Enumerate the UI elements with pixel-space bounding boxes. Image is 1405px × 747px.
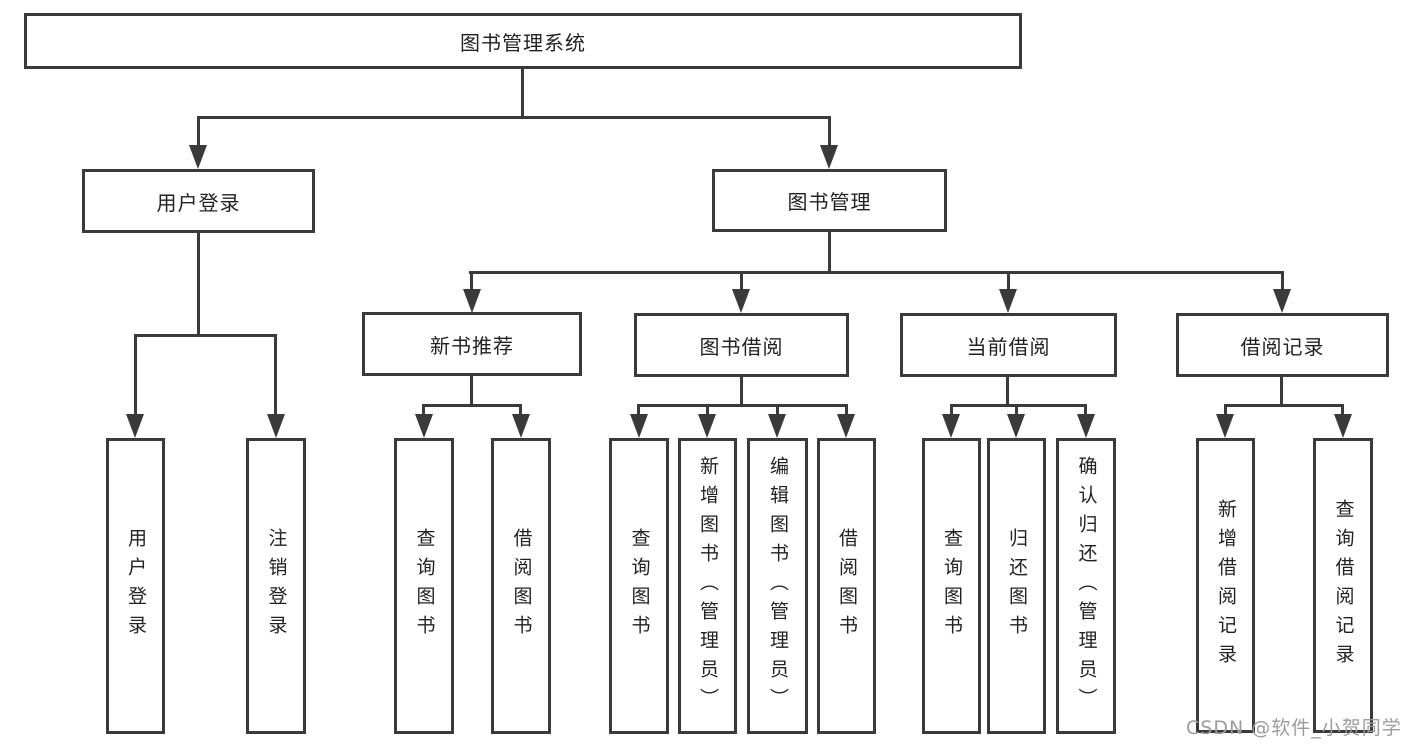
connector-user-login-stem (197, 233, 200, 335)
arrowhead-down-icon (1273, 289, 1291, 313)
connector-stem (470, 376, 473, 406)
connector-stem (740, 376, 743, 406)
leaf-confirm-return-admin: 确认归还（管理员） (1056, 438, 1116, 734)
node-current-borrow: 当前借阅 (900, 313, 1117, 377)
connector-split (637, 404, 847, 407)
arrowhead-down-icon (126, 414, 144, 438)
node-library-management-system: 图书管理系统 (24, 13, 1022, 69)
node-label: 当前借阅 (966, 334, 1051, 359)
leaf-edit-book-admin: 编辑图书（管理员） (747, 438, 808, 734)
connector-arrow-shaft (950, 404, 953, 416)
leaf-add-borrow-record: 新增借阅记录 (1196, 438, 1255, 733)
connector-arrow-shaft (1084, 404, 1087, 416)
leaf-label: 借阅图书 (510, 528, 533, 644)
arrowhead-down-icon (463, 289, 481, 313)
connector-book-management-split (469, 271, 1283, 274)
leaf-label: 查询图书 (941, 528, 963, 644)
arrowhead-down-icon (1216, 414, 1234, 438)
connector-arrow-shaft (274, 334, 277, 416)
connector-user-login-split (134, 334, 277, 337)
leaf-add-book-admin: 新增图书（管理员） (678, 438, 737, 734)
leaf-query-books-current: 查询图书 (922, 438, 981, 734)
arrowhead-down-icon (820, 145, 838, 169)
connector-stem (1006, 376, 1009, 406)
arrowhead-down-icon (837, 414, 855, 438)
connector-arrow-shaft (1281, 271, 1284, 291)
connector-arrow-shaft (1007, 271, 1010, 291)
leaf-logout: 注销登录 (246, 438, 306, 734)
leaf-label: 查询图书 (413, 528, 436, 644)
leaf-label: 用户登录 (125, 528, 147, 644)
node-new-book-recommend: 新书推荐 (362, 312, 582, 376)
node-label: 图书借阅 (699, 334, 784, 359)
connector-arrow-shaft (1341, 404, 1344, 416)
leaf-label: 新增借阅记录 (1215, 498, 1237, 673)
csdn-watermark: CSDN @软件_小贺同学 (1186, 717, 1402, 739)
arrowhead-down-icon (512, 414, 530, 438)
connector-arrow-shaft (637, 404, 640, 416)
arrowhead-down-icon (999, 289, 1017, 313)
arrowhead-down-icon (415, 414, 433, 438)
leaf-borrow-books: 借阅图书 (817, 438, 876, 734)
arrowhead-down-icon (1007, 414, 1025, 438)
node-label: 图书管理 (787, 190, 872, 214)
node-label: 图书管理系统 (460, 30, 586, 55)
connector-split (422, 404, 522, 407)
node-label: 新书推荐 (430, 333, 514, 358)
connector-arrow-shaft (706, 404, 709, 416)
connector-arrow-shaft (134, 334, 137, 416)
connector-arrow-shaft (470, 271, 473, 291)
leaf-label: 确认归还（管理员） (1075, 455, 1098, 717)
leaf-query-books-borrow: 查询图书 (609, 438, 669, 734)
connector-arrow-shaft (776, 404, 779, 416)
node-book-management: 图书管理 (712, 169, 947, 232)
node-book-borrow: 图书借阅 (634, 313, 849, 377)
node-label: 用户登录 (156, 190, 241, 215)
node-borrow-records: 借阅记录 (1176, 313, 1389, 377)
arrowhead-down-icon (942, 414, 960, 438)
arrowhead-down-icon (1077, 414, 1095, 438)
connector-split (950, 404, 1086, 407)
leaf-label: 查询图书 (628, 528, 651, 644)
connector-root-split (197, 116, 831, 119)
leaf-label: 编辑图书（管理员） (767, 455, 789, 717)
leaf-label: 查询借阅记录 (1332, 498, 1355, 673)
arrowhead-down-icon (630, 414, 648, 438)
leaf-query-books-recommend: 查询图书 (394, 438, 454, 734)
arrowhead-down-icon (1334, 414, 1352, 438)
node-label: 借阅记录 (1240, 334, 1325, 359)
connector-arrow-shaft (1015, 404, 1018, 416)
leaf-label: 注销登录 (265, 528, 288, 644)
connector-arrow-shaft (740, 271, 743, 291)
leaf-query-borrow-record: 查询借阅记录 (1313, 438, 1373, 733)
connector-stem (1280, 376, 1283, 406)
connector-arrow-shaft (845, 404, 848, 416)
leaf-label: 新增图书（管理员） (697, 455, 719, 717)
leaf-label: 归还图书 (1006, 528, 1028, 644)
connector-arrow-shaft (1224, 404, 1227, 416)
connector-arrow-shaft (828, 116, 831, 147)
arrowhead-down-icon (768, 414, 786, 438)
connector-book-management-stem (828, 232, 831, 273)
leaf-return-book: 归还图书 (987, 438, 1046, 734)
connector-arrow-shaft (197, 116, 200, 147)
connector-root-stem (521, 69, 524, 117)
leaf-borrow-books-recommend: 借阅图书 (491, 438, 551, 734)
arrowhead-down-icon (732, 289, 750, 313)
connector-split (1224, 404, 1343, 407)
node-user-login: 用户登录 (82, 169, 315, 233)
connector-arrow-shaft (519, 404, 522, 416)
leaf-label: 借阅图书 (836, 528, 858, 644)
connector-arrow-shaft (422, 404, 425, 416)
leaf-user-login: 用户登录 (106, 438, 165, 734)
arrowhead-down-icon (698, 414, 716, 438)
arrowhead-down-icon (267, 414, 285, 438)
arrowhead-down-icon (189, 145, 207, 169)
